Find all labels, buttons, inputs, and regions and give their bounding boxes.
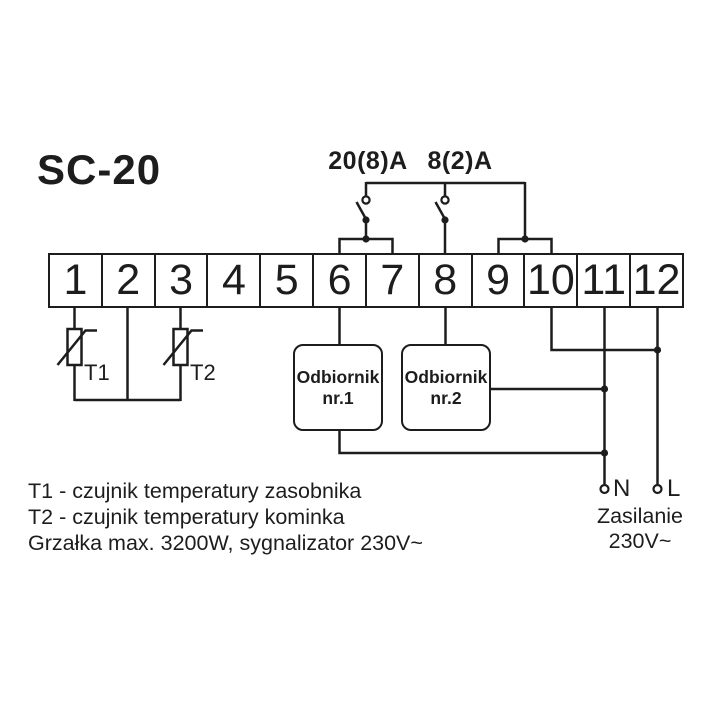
power-supply-caption-line1: Zasilanie — [596, 504, 684, 528]
thermistor-t2-symbol — [162, 308, 203, 401]
receiver-1-name: Odbiornik — [296, 366, 380, 387]
note-sensor-t2: T2 - czujnik temperatury kominka — [28, 504, 345, 529]
relay2-rating-label: 8(2)A — [427, 147, 493, 175]
relay1-rating-label: 20(8)A — [328, 147, 408, 175]
thermistor-t1-symbol — [56, 308, 97, 401]
receiver-1-number: nr.1 — [322, 387, 354, 408]
device-model-label: SC-20 — [37, 146, 162, 193]
power-supply-caption-line2: 230V~ — [608, 528, 672, 553]
terminal-1: 1 — [50, 255, 103, 306]
terminal-jumper-9-10 — [497, 235, 553, 254]
terminal-3: 3 — [156, 255, 209, 306]
receiver-2-box: Odbiornik nr.2 — [401, 344, 491, 431]
terminal-9: 9 — [473, 255, 526, 306]
terminal-7: 7 — [367, 255, 420, 306]
terminal-10: 10 — [525, 255, 579, 306]
receiver-2-number: nr.2 — [430, 387, 462, 408]
neutral-terminal-label: N — [613, 475, 631, 502]
receiver-2-wires — [444, 308, 609, 393]
receiver-1-box: Odbiornik nr.1 — [293, 344, 383, 431]
terminal-5: 5 — [261, 255, 315, 306]
terminal-2: 2 — [103, 255, 156, 306]
switch-2-symbol — [434, 182, 450, 254]
switch-1-symbol — [355, 182, 371, 240]
terminal-12: 12 — [632, 256, 681, 304]
note-sensor-t1: T1 - czujnik temperatury zasobnika — [28, 479, 362, 503]
terminal-10-to-l-wire — [550, 308, 662, 354]
line-wire — [652, 308, 663, 495]
sensor-t1-label: T1 — [84, 360, 110, 385]
sensor-t2-label: T2 — [190, 360, 216, 385]
sensor-common-wire — [74, 308, 181, 402]
terminal-6: 6 — [314, 255, 367, 306]
receiver-2-name: Odbiornik — [404, 366, 488, 387]
terminal-strip: 1 2 3 4 5 6 7 8 9 10 11 12 — [48, 253, 684, 308]
line-terminal-label: L — [667, 475, 681, 502]
note-heater-rating: Grzałka max. 3200W, sygnalizator 230V~ — [28, 530, 423, 555]
terminal-jumper-6-7 — [338, 235, 394, 254]
terminal-4: 4 — [208, 255, 262, 306]
terminal-11: 11 — [578, 255, 632, 306]
notes-block: T1 - czujnik temperatury zasobnika T2 - … — [28, 479, 423, 556]
neutral-wire — [599, 308, 610, 495]
power-supply-caption: Zasilanie 230V~ — [573, 504, 707, 553]
terminal-8: 8 — [420, 255, 473, 306]
